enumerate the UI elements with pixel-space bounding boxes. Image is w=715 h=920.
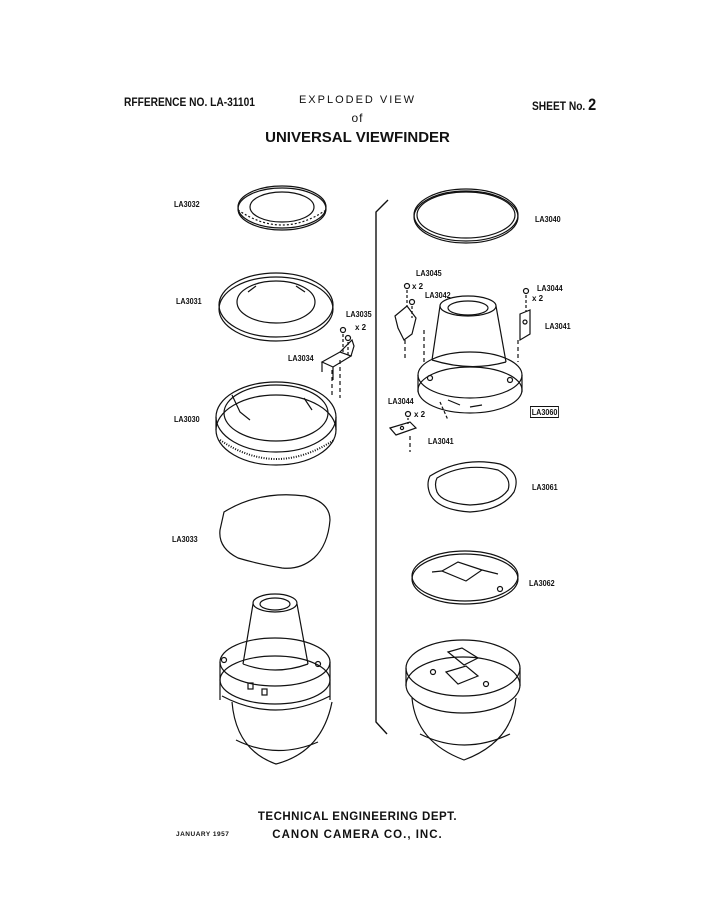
part-la3041-left-bracket (388, 401, 449, 452)
label-la3031: LA3031 (176, 296, 202, 306)
part-la3031-ring (218, 272, 334, 342)
label-la3035: LA3035 (346, 309, 372, 319)
title-line-of: of (351, 111, 364, 125)
sheet-label: SHEET No. (532, 99, 586, 113)
part-la3032-ring (237, 185, 327, 231)
title-line-exploded-view: EXPLODED VIEW (298, 94, 417, 106)
department-name: TECHNICAL ENGINEERING DEPT. (257, 811, 458, 823)
label-la3042: LA3042 (425, 290, 451, 300)
label-la3032: LA3032 (174, 199, 200, 209)
reference-number: RFFERENCE NO. LA-31101 (124, 95, 255, 109)
label-la3044-left: LA3044 (388, 396, 414, 406)
label-la3034: LA3034 (288, 353, 314, 363)
qty-la3035: x 2 (355, 323, 367, 332)
part-la3062-plate (411, 550, 519, 605)
label-la3060: LA3060 (530, 406, 560, 418)
sheet-number: SHEET No. 2 (532, 95, 596, 115)
part-la3030-ring (215, 381, 337, 466)
qty-la3044-right: x 2 (532, 294, 544, 303)
label-la3030: LA3030 (174, 414, 200, 424)
part-la3042-bracket (394, 282, 425, 362)
sheet-number-value: 2 (588, 95, 597, 114)
qty-la3045: x 2 (412, 282, 424, 291)
label-la3062: LA3062 (529, 578, 555, 588)
part-la3041-right-bracket (517, 287, 531, 362)
part-la3060-body (417, 295, 523, 414)
left-base-assembly (219, 593, 333, 765)
label-la3033: LA3033 (172, 534, 198, 544)
part-la3034-bracket (320, 326, 355, 398)
label-la3061: LA3061 (532, 482, 558, 492)
label-la3041-right: LA3041 (545, 321, 571, 331)
date-label: JANUARY 1957 (176, 831, 230, 838)
right-base-assembly (405, 639, 521, 761)
page-title: UNIVERSAL VIEWFINDER (265, 129, 450, 146)
label-la3040: LA3040 (535, 214, 561, 224)
center-divider-bracket (375, 199, 389, 735)
part-la3033-sheet (219, 494, 331, 569)
label-la3045: LA3045 (416, 268, 442, 278)
qty-la3044-left: x 2 (414, 410, 426, 419)
company-name: CANON CAMERA CO., INC. (272, 829, 443, 841)
label-la3044-right: LA3044 (537, 283, 563, 293)
part-la3061-ring (427, 461, 517, 513)
part-la3040-ring (413, 188, 519, 244)
label-la3041-left: LA3041 (428, 436, 454, 446)
